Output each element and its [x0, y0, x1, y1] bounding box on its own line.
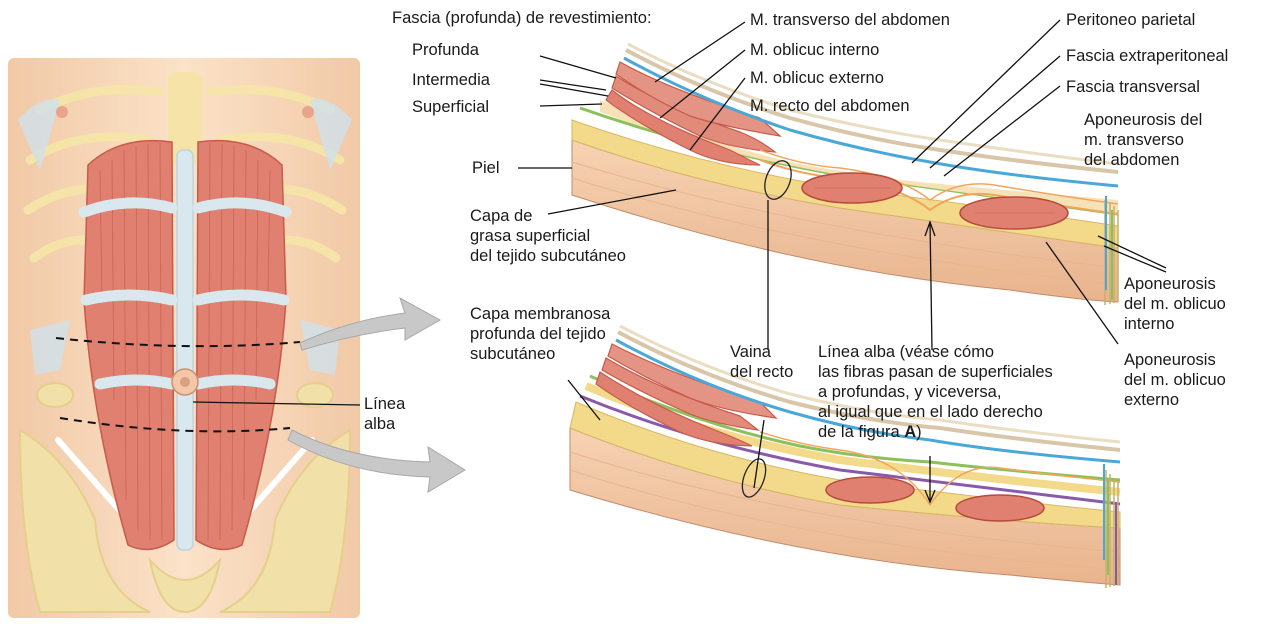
linea-alba-note-text: Línea alba (véase cómo las fibras pasan … [818, 343, 1053, 441]
label-linea-alba-note: Línea alba (véase cómo las fibras pasan … [818, 342, 1053, 442]
umbilicus [172, 369, 198, 395]
label-fascia-header: Fascia (profunda) de revestimiento: [392, 8, 652, 28]
label-m-oblicuo-externo: M. oblicuc externo [750, 68, 884, 88]
label-apo-oblicuo-externo: Aponeurosis del m. oblicuo externo [1124, 350, 1226, 410]
label-peritoneo: Peritoneo parietal [1066, 10, 1195, 30]
linea-alba [177, 150, 193, 550]
label-fascia-extraperitoneal: Fascia extraperitoneal [1066, 46, 1228, 66]
label-m-oblicuo-interno: M. oblicuc interno [750, 40, 879, 60]
label-apo-oblicuo-interno: Aponeurosis del m. oblicuo interno [1124, 274, 1226, 334]
label-linea-alba-left: Línea alba [364, 394, 405, 434]
label-capa-membranosa: Capa membranosa profunda del tejido subc… [470, 304, 610, 364]
label-fascia-transversal: Fascia transversal [1066, 77, 1200, 97]
label-vaina-recto: Vaina del recto [730, 342, 793, 382]
nipple-left [56, 106, 68, 118]
nipple-right [302, 106, 314, 118]
label-m-transverso: M. transverso del abdomen [750, 10, 950, 30]
label-apo-transverso: Aponeurosis del m. transverso del abdome… [1084, 110, 1202, 170]
label-superficial: Superficial [412, 97, 489, 117]
label-intermedia: Intermedia [412, 70, 490, 90]
label-capa-grasa: Capa de grasa superficial del tejido sub… [470, 206, 626, 266]
torso-illustration [8, 58, 360, 618]
label-piel: Piel [472, 158, 500, 178]
label-m-recto: M. recto del abdomen [750, 96, 910, 116]
linea-alba-note-end: ) [916, 423, 922, 441]
label-profunda: Profunda [412, 40, 479, 60]
linea-alba-note-letter: A [904, 423, 916, 441]
